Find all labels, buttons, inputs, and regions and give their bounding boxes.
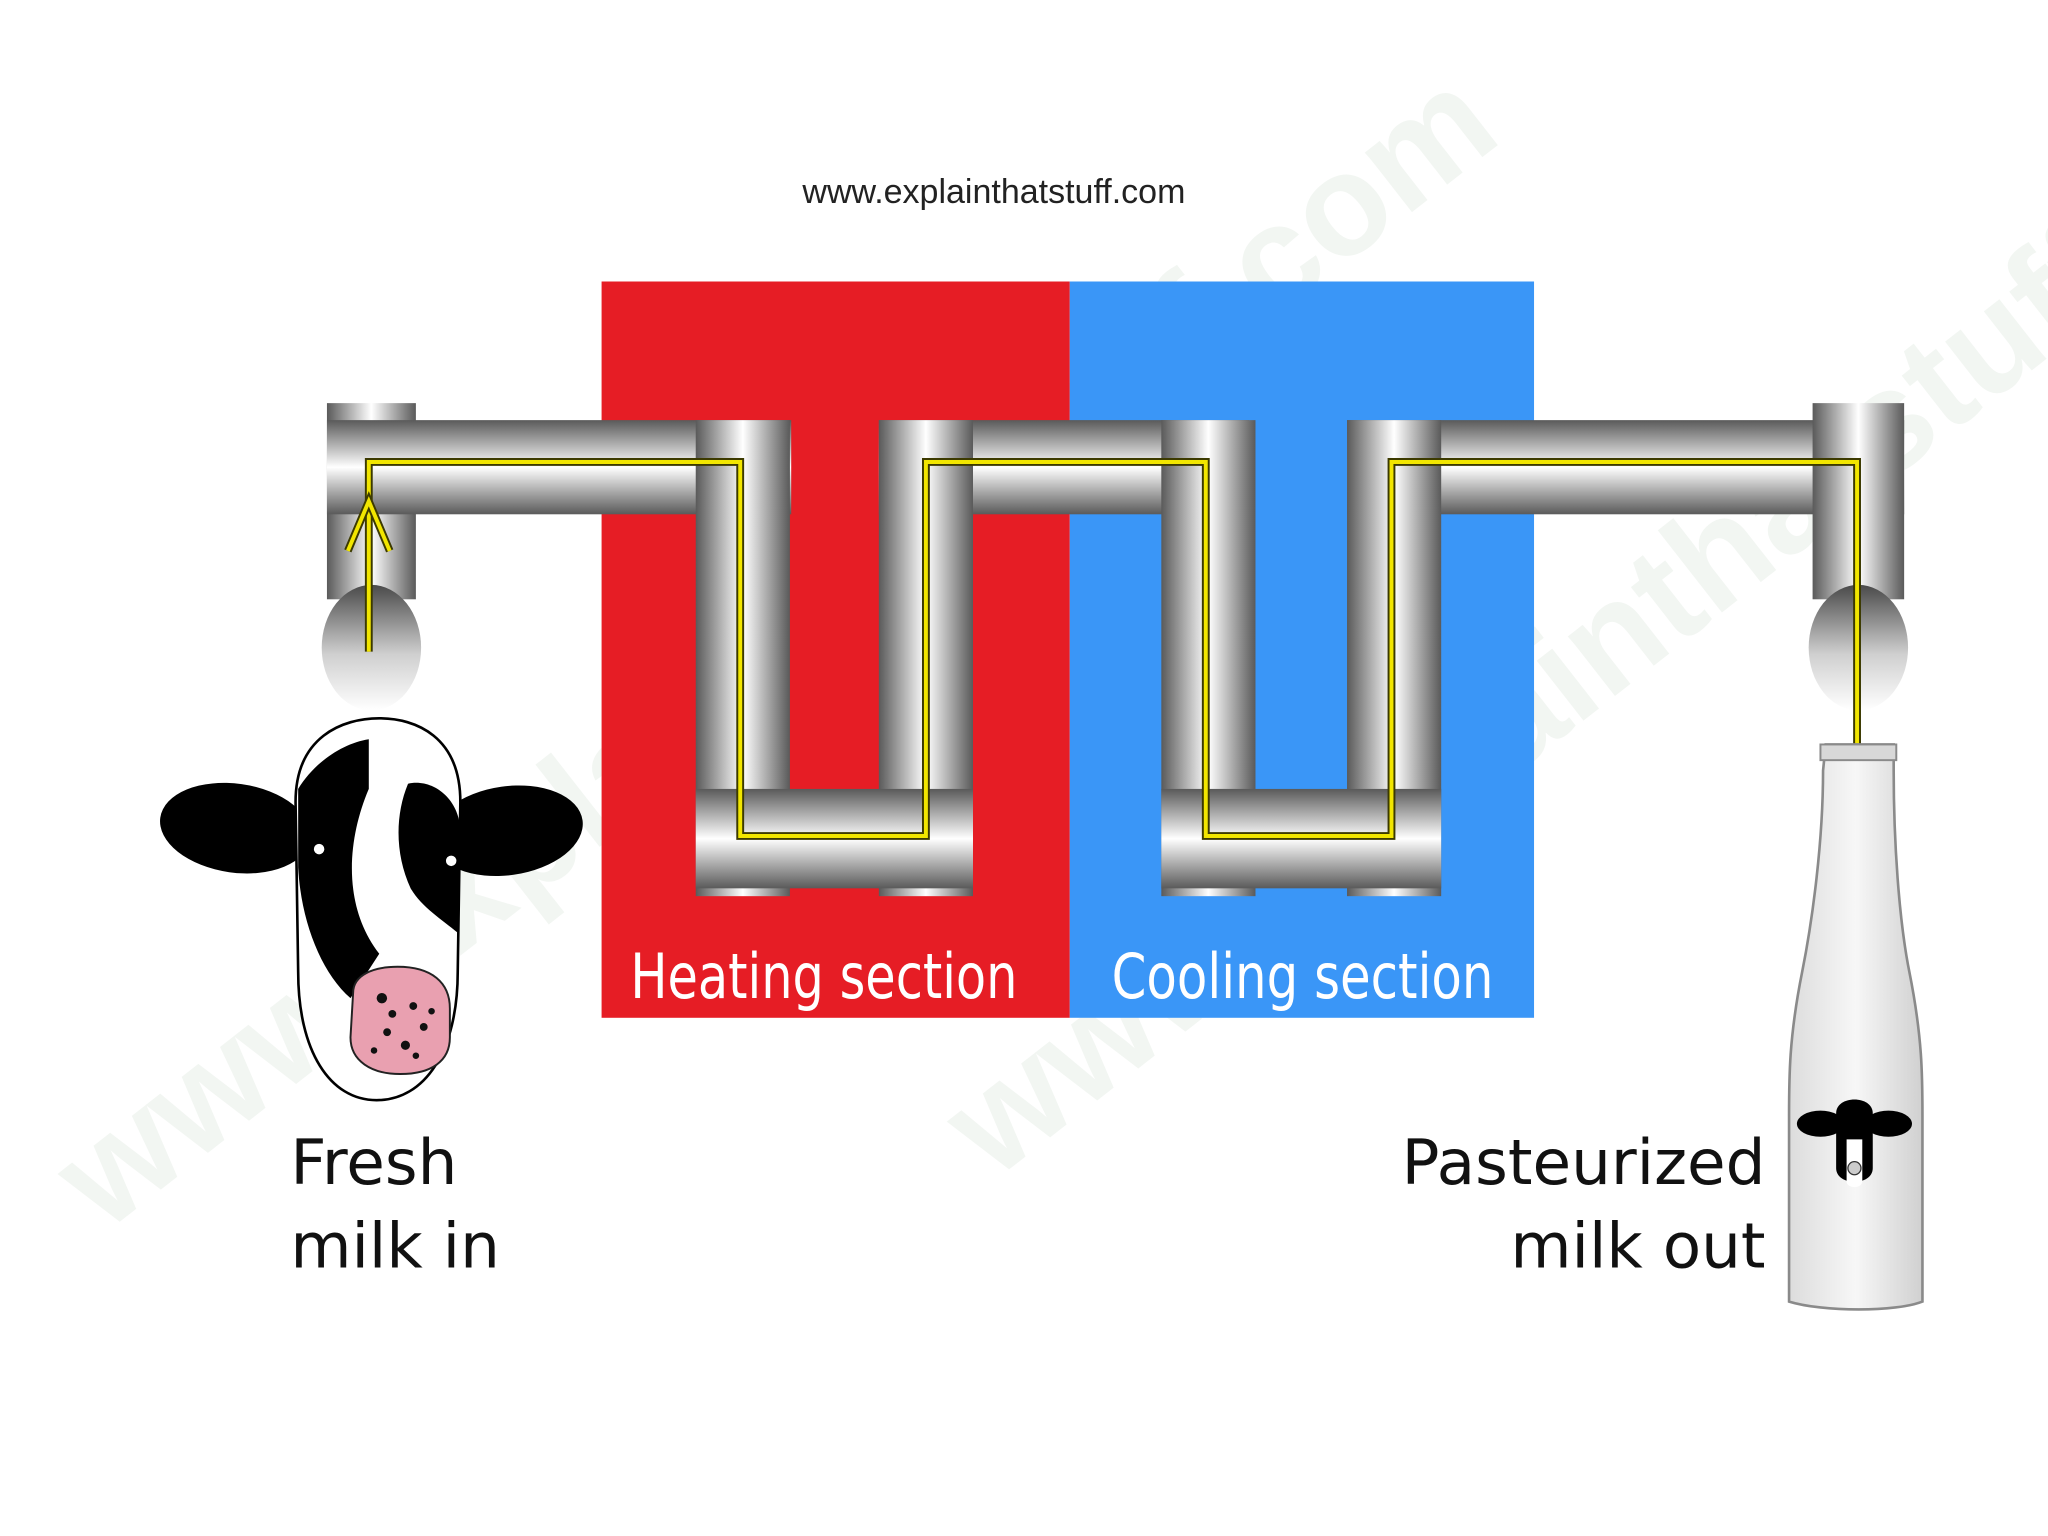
flow-path-highlight xyxy=(366,460,1860,1048)
cow-spot-left xyxy=(298,739,380,999)
cow-left-eye xyxy=(313,843,325,855)
up-arrow-icon-highlight xyxy=(346,496,392,552)
cooling-section-label: Cooling section xyxy=(1112,940,1494,1013)
bottle-neck-ring xyxy=(1819,743,1898,762)
output-label-line-2: milk out xyxy=(1510,1210,1765,1283)
cooling-section-panel xyxy=(1069,281,1535,1018)
source-url: www.explainthatstuff.com xyxy=(801,173,1185,211)
output-label-line-1: Pasteurized xyxy=(1402,1126,1766,1199)
input-label: Fresh milk in xyxy=(290,1126,500,1283)
input-label-line-1: Fresh xyxy=(290,1126,457,1199)
cow-nostrils xyxy=(370,992,435,1059)
cow-left-ear xyxy=(160,782,311,874)
cow-right-eye xyxy=(445,855,457,867)
heating-section-panel xyxy=(601,281,1070,1018)
input-label-line-2: milk in xyxy=(290,1210,500,1283)
cow-right-ear xyxy=(432,785,583,877)
milk-bottle-icon xyxy=(1787,743,1924,1311)
output-label: Pasteurized milk out xyxy=(1402,1126,1766,1283)
bottle-body xyxy=(1787,743,1924,1311)
cow-head-icon xyxy=(160,716,583,1102)
cow-spot-right xyxy=(398,782,461,933)
cow-muzzle xyxy=(349,965,451,1076)
bottle-cow-logo-icon xyxy=(1796,1099,1912,1188)
heating-section-label: Heating section xyxy=(630,940,1017,1013)
